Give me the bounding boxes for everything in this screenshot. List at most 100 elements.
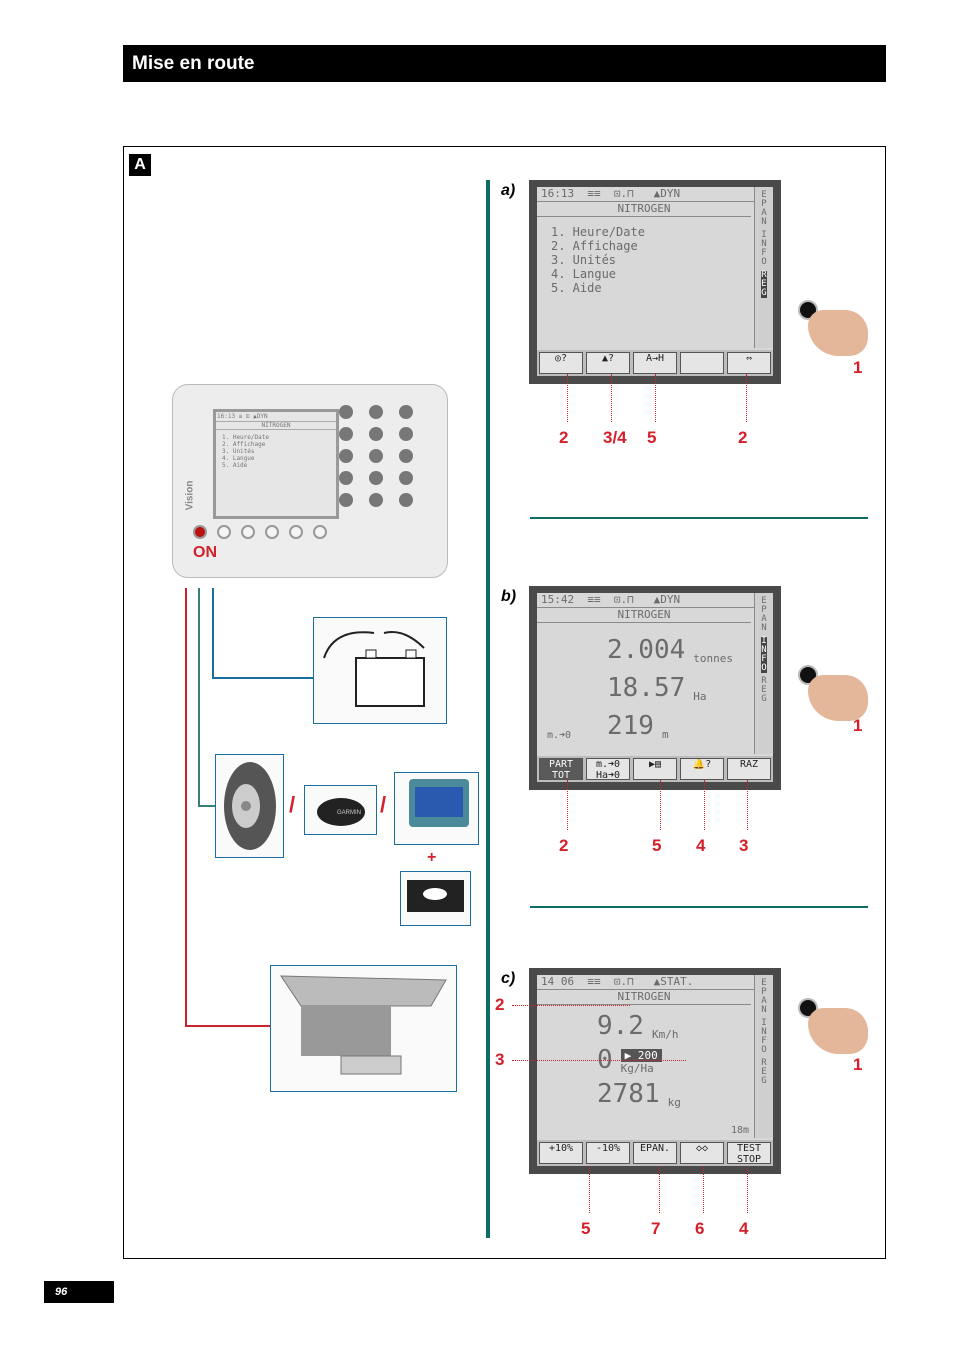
screen-b-status: 15:42 ≡≡ ⊡.⊓ ▲DYN	[537, 593, 773, 608]
menu-item[interactable]: 2. Affichage	[551, 239, 638, 253]
callout-line	[746, 374, 747, 422]
keypad-key[interactable]	[339, 449, 353, 463]
screen-c-status: 14 06 ≡≡ ⊡.⊓ ▲STAT.	[537, 975, 773, 990]
keypad-key[interactable]	[369, 493, 383, 507]
softkey-1[interactable]: ◎?	[539, 352, 583, 374]
function-button-2[interactable]	[241, 525, 255, 539]
separator-slash-2: /	[380, 792, 387, 817]
softkey-5[interactable]: ⇔	[727, 352, 771, 374]
guidance-terminal-image	[394, 772, 479, 845]
side-tab-letter: O	[761, 1045, 767, 1055]
keypad-key[interactable]	[339, 405, 353, 419]
function-button-3[interactable]	[265, 525, 279, 539]
row-value: 2781	[597, 1079, 660, 1109]
callout-number: 4	[696, 836, 706, 855]
function-button-5[interactable]	[313, 525, 327, 539]
side-tab-letter: R	[761, 1058, 767, 1068]
callout-line	[567, 780, 568, 830]
cable-spreader	[185, 588, 187, 1026]
softkey-1[interactable]: PART TOT	[539, 758, 583, 780]
softkey-5[interactable]: RAZ	[727, 758, 771, 780]
keypad-key[interactable]	[399, 405, 413, 419]
softkey-2[interactable]: m.➜0 Ha➜0	[586, 758, 630, 780]
callout-number: 2	[495, 995, 505, 1014]
softkey-3[interactable]: EPAN.	[633, 1142, 677, 1164]
callout-line	[747, 1166, 748, 1213]
hand-callout: 1	[853, 358, 863, 377]
side-tab-letter: E	[761, 685, 767, 695]
side-tab-letter: E	[761, 978, 767, 988]
keypad-key[interactable]	[369, 449, 383, 463]
keypad-key[interactable]	[399, 493, 413, 507]
side-tab-letter: A	[761, 996, 767, 1006]
menu-item[interactable]: 3. Unités	[551, 253, 617, 267]
separator-ab	[530, 517, 868, 519]
softkey-2[interactable]: -10%	[586, 1142, 630, 1164]
menu-item[interactable]: 1. Heure/Date	[551, 225, 645, 239]
softkey-3[interactable]: A→H	[633, 352, 677, 374]
cable-sensor	[198, 588, 200, 806]
callout-number: 7	[651, 1219, 661, 1238]
screen-c-width: 18m	[730, 1125, 749, 1136]
keypad-key[interactable]	[399, 427, 413, 441]
menu-item[interactable]: 5. Aide	[551, 281, 602, 295]
hand-callout: 1	[853, 1055, 863, 1074]
plus-sign: +	[427, 849, 437, 866]
side-tab-letter: G	[761, 694, 767, 704]
row-unit: m	[661, 728, 669, 741]
function-button-1[interactable]	[217, 525, 231, 539]
side-tab-letter: O	[761, 663, 767, 673]
power-button[interactable]	[193, 525, 207, 539]
column-divider	[486, 180, 490, 1238]
softkey-4[interactable]: 🔔?	[680, 758, 724, 780]
side-tab-letter: E	[761, 279, 767, 289]
row-value: 219	[607, 711, 654, 741]
side-tab-letter: R	[761, 270, 767, 280]
row-unit-wrap: Km/h	[652, 1028, 679, 1041]
keypad-key[interactable]	[369, 427, 383, 441]
keypad-key[interactable]	[399, 449, 413, 463]
callout-number: 3	[495, 1050, 505, 1069]
side-tab-letter: F	[761, 654, 767, 664]
keypad-key[interactable]	[339, 427, 353, 441]
keypad-key[interactable]	[339, 471, 353, 485]
keypad-key[interactable]	[369, 405, 383, 419]
softkey-2[interactable]: ▲?	[586, 352, 630, 374]
keypad-key[interactable]	[399, 471, 413, 485]
softkey-1[interactable]: +10%	[539, 1142, 583, 1164]
side-tab-letter: A	[761, 208, 767, 218]
keypad-key[interactable]	[339, 493, 353, 507]
side-tab-letter: P	[761, 199, 767, 209]
console-menu-item: 3. Unités	[222, 448, 255, 455]
cable-sensor-h	[198, 805, 216, 807]
menu-item[interactable]: 4. Langue	[551, 267, 617, 281]
console-device: Vision 16:13 ≡ ⊡ ▲DYN NITROGEN 1. Heure/…	[172, 384, 448, 578]
screen-b-title: NITROGEN	[537, 608, 751, 623]
callout-number: 3	[739, 836, 749, 855]
softkey-5[interactable]: TEST STOP	[727, 1142, 771, 1164]
softkey-4[interactable]	[680, 352, 724, 374]
side-tab-letter: P	[761, 605, 767, 615]
softkey-3[interactable]: ▶▤	[633, 758, 677, 780]
keypad-key[interactable]	[369, 471, 383, 485]
softkey-4[interactable]: ◇◇	[680, 1142, 724, 1164]
screen-a-softkeys: ◎?▲?A→H ⇔	[537, 350, 773, 376]
function-button-4[interactable]	[289, 525, 303, 539]
side-tab-letter: G	[761, 288, 767, 298]
